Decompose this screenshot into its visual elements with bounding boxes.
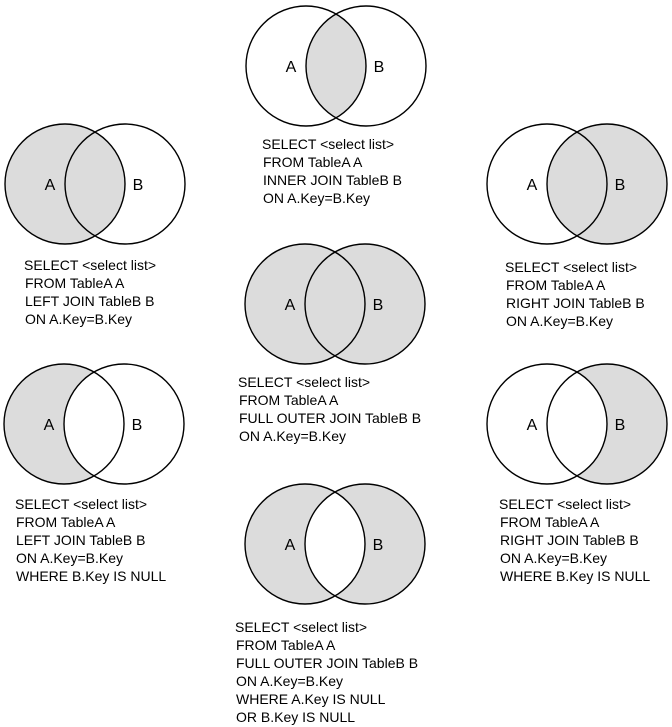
full-outer-join-sql: SELECT <select list> FROM TableA A FULL OU… (238, 373, 421, 445)
outer-excluding-join-sql: SELECT <select list> FROM TableA A FULL OU… (235, 618, 418, 726)
sql-line: ON A.Key=B.Key (25, 311, 132, 327)
circle-b-outline (64, 123, 186, 245)
circle-a-outline (3, 363, 125, 485)
circle-b-outline (304, 483, 426, 605)
sql-line: SELECT <select list> (499, 496, 632, 512)
excluded-intersection (305, 492, 365, 596)
circle-b-label: B (615, 177, 626, 194)
sql-line: ON A.Key=B.Key (239, 428, 346, 444)
sql-line: SELECT <select list> (262, 136, 395, 152)
sql-line: SELECT <select list> (235, 619, 368, 635)
sql-line: ON A.Key=B.Key (236, 673, 343, 689)
circle-a-label: A (44, 417, 55, 434)
circle-a-outline (244, 483, 366, 605)
sql-line: FROM TableA A (25, 275, 125, 291)
sql-line: SELECT <select list> (238, 374, 371, 390)
sql-line: FROM TableA A (16, 514, 116, 530)
inner-join-sql: SELECT <select list> FROM TableA A INNER J… (262, 135, 402, 207)
shaded-intersection (306, 14, 366, 118)
sql-line: WHERE B.Key IS NULL (16, 568, 167, 584)
circle-b-label: B (615, 417, 626, 434)
sql-line: SELECT <select list> (15, 496, 148, 512)
circle-a-label: A (45, 177, 56, 194)
circle-a-outline (4, 123, 126, 245)
sql-line: ON A.Key=B.Key (263, 190, 370, 206)
circle-a-label: A (527, 417, 538, 434)
circle-a-outline (245, 5, 367, 127)
circle-b-label: B (133, 177, 144, 194)
left-excluding-join-sql: SELECT <select list> FROM TableA A LEFT JO… (15, 495, 166, 585)
right-join-sql: SELECT <select list> FROM TableA A RIGHT J… (505, 258, 645, 330)
sql-line: FULL OUTER JOIN TableB B (239, 410, 422, 426)
left-join-sql: SELECT <select list> FROM TableA A LEFT JO… (24, 256, 156, 328)
sql-line: FROM TableA A (506, 277, 606, 293)
sql-line: ON A.Key=B.Key (16, 550, 123, 566)
sql-line: LEFT JOIN TableB B (25, 293, 155, 309)
circle-a-outline (244, 243, 366, 365)
circle-b-outline (546, 123, 668, 245)
circle-b-label: B (373, 297, 384, 314)
excluded-intersection (63, 372, 124, 476)
sql-line: LEFT JOIN TableB B (16, 532, 146, 548)
circle-b-label: B (373, 537, 384, 554)
circle-a-outline (486, 363, 608, 485)
excluded-intersection (547, 372, 607, 476)
sql-line: FROM TableA A (236, 637, 336, 653)
sql-line: INNER JOIN TableB B (263, 172, 403, 188)
sql-line: FULL OUTER JOIN TableB B (236, 655, 419, 671)
sql-line: SELECT <select list> (505, 259, 638, 275)
sql-line: OR B.Key IS NULL (236, 709, 356, 725)
circle-a-label: A (285, 537, 296, 554)
sql-line: FROM TableA A (500, 514, 600, 530)
circle-a-outline (486, 123, 608, 245)
sql-line: RIGHT JOIN TableB B (500, 532, 639, 548)
circle-b-outline (304, 243, 426, 365)
sql-line: SELECT <select list> (24, 257, 157, 273)
sql-line: WHERE B.Key IS NULL (500, 568, 651, 584)
sql-line: WHERE A.Key IS NULL (236, 691, 386, 707)
sql-line: FROM TableA A (263, 154, 363, 170)
sql-line: ON A.Key=B.Key (500, 550, 607, 566)
sql-line: FROM TableA A (239, 392, 339, 408)
circle-a-label: A (286, 59, 297, 76)
right-excluding-join-sql: SELECT <select list> FROM TableA A RIGHT J… (499, 495, 650, 585)
circle-a-label: A (527, 177, 538, 194)
sql-line: RIGHT JOIN TableB B (506, 295, 645, 311)
sql-line: ON A.Key=B.Key (506, 313, 613, 329)
circle-b-outline (305, 5, 427, 127)
circle-b-label: B (374, 59, 385, 76)
circle-b-outline (546, 363, 668, 485)
circle-b-outline (63, 363, 185, 485)
circle-b-label: B (132, 417, 143, 434)
circle-a-label: A (285, 297, 296, 314)
